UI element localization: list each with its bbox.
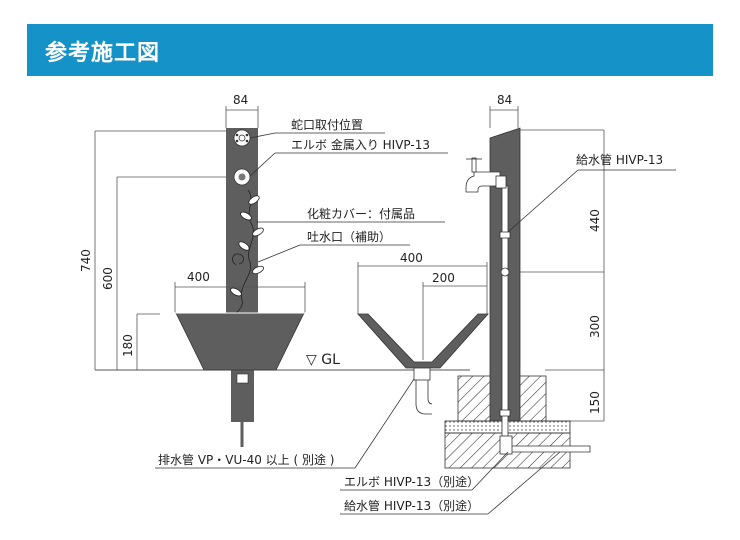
drain-trap: [413, 367, 433, 415]
label-cosmetic-cover: 化粧カバー：付属品: [307, 207, 415, 221]
basin-front: [175, 312, 305, 371]
page-title: 参考施工図: [45, 41, 161, 66]
post-label-plate: [236, 373, 249, 384]
label-supply-pipe-separate: 給水管 HIVP-13（別途）: [344, 498, 479, 513]
dim-lower-section-label: 300: [588, 315, 602, 338]
dim-left-width-label: 84: [233, 93, 248, 107]
leader-lines-left: [155, 132, 448, 469]
dim-right-width: [489, 106, 519, 128]
label-elbow-faucet: エルボ 金属入り HIVP-13: [291, 137, 430, 152]
dim-total-height-label: 740: [79, 249, 93, 272]
dim-faucet-height-label: 600: [101, 267, 115, 290]
label-spout: 吐水口（補助）: [307, 230, 391, 244]
label-faucet-position: 蛇口取付位置: [291, 117, 363, 132]
dim-basin-left: [174, 282, 306, 312]
header-bar: 参考施工図: [27, 24, 713, 76]
dim-upper-section-label: 440: [588, 209, 602, 232]
dim-basin-right-label: 400: [400, 251, 423, 265]
dim-foundation-label: 150: [588, 391, 602, 414]
dim-drain-offset-label: 200: [432, 271, 455, 285]
faucet-mount-icon: [233, 168, 251, 186]
vine-decoration-icon: [230, 189, 264, 317]
dim-left-vertical: [94, 130, 230, 370]
dim-left-width: [225, 106, 259, 128]
dim-basin-left-label: 400: [187, 270, 210, 284]
faucet-rosette-icon: [233, 129, 251, 147]
label-drain-pipe: 排水管 VP・VU-40 以上 ( 別途 ): [158, 452, 334, 467]
dim-right-width-label: 84: [497, 93, 512, 107]
label-supply-pipe-right: 給水管 HIVP-13: [576, 152, 663, 167]
label-elbow-separate: エルボ HIVP-13（別途）: [344, 474, 479, 489]
dim-basin-height-label: 180: [121, 334, 135, 357]
faucet-icon: [465, 157, 507, 193]
dim-basin-center: [357, 262, 488, 360]
supply-pipe-underground: [499, 435, 591, 455]
leader-lines-right: [340, 169, 676, 515]
label-ground-level: ▽ GL: [306, 352, 340, 368]
